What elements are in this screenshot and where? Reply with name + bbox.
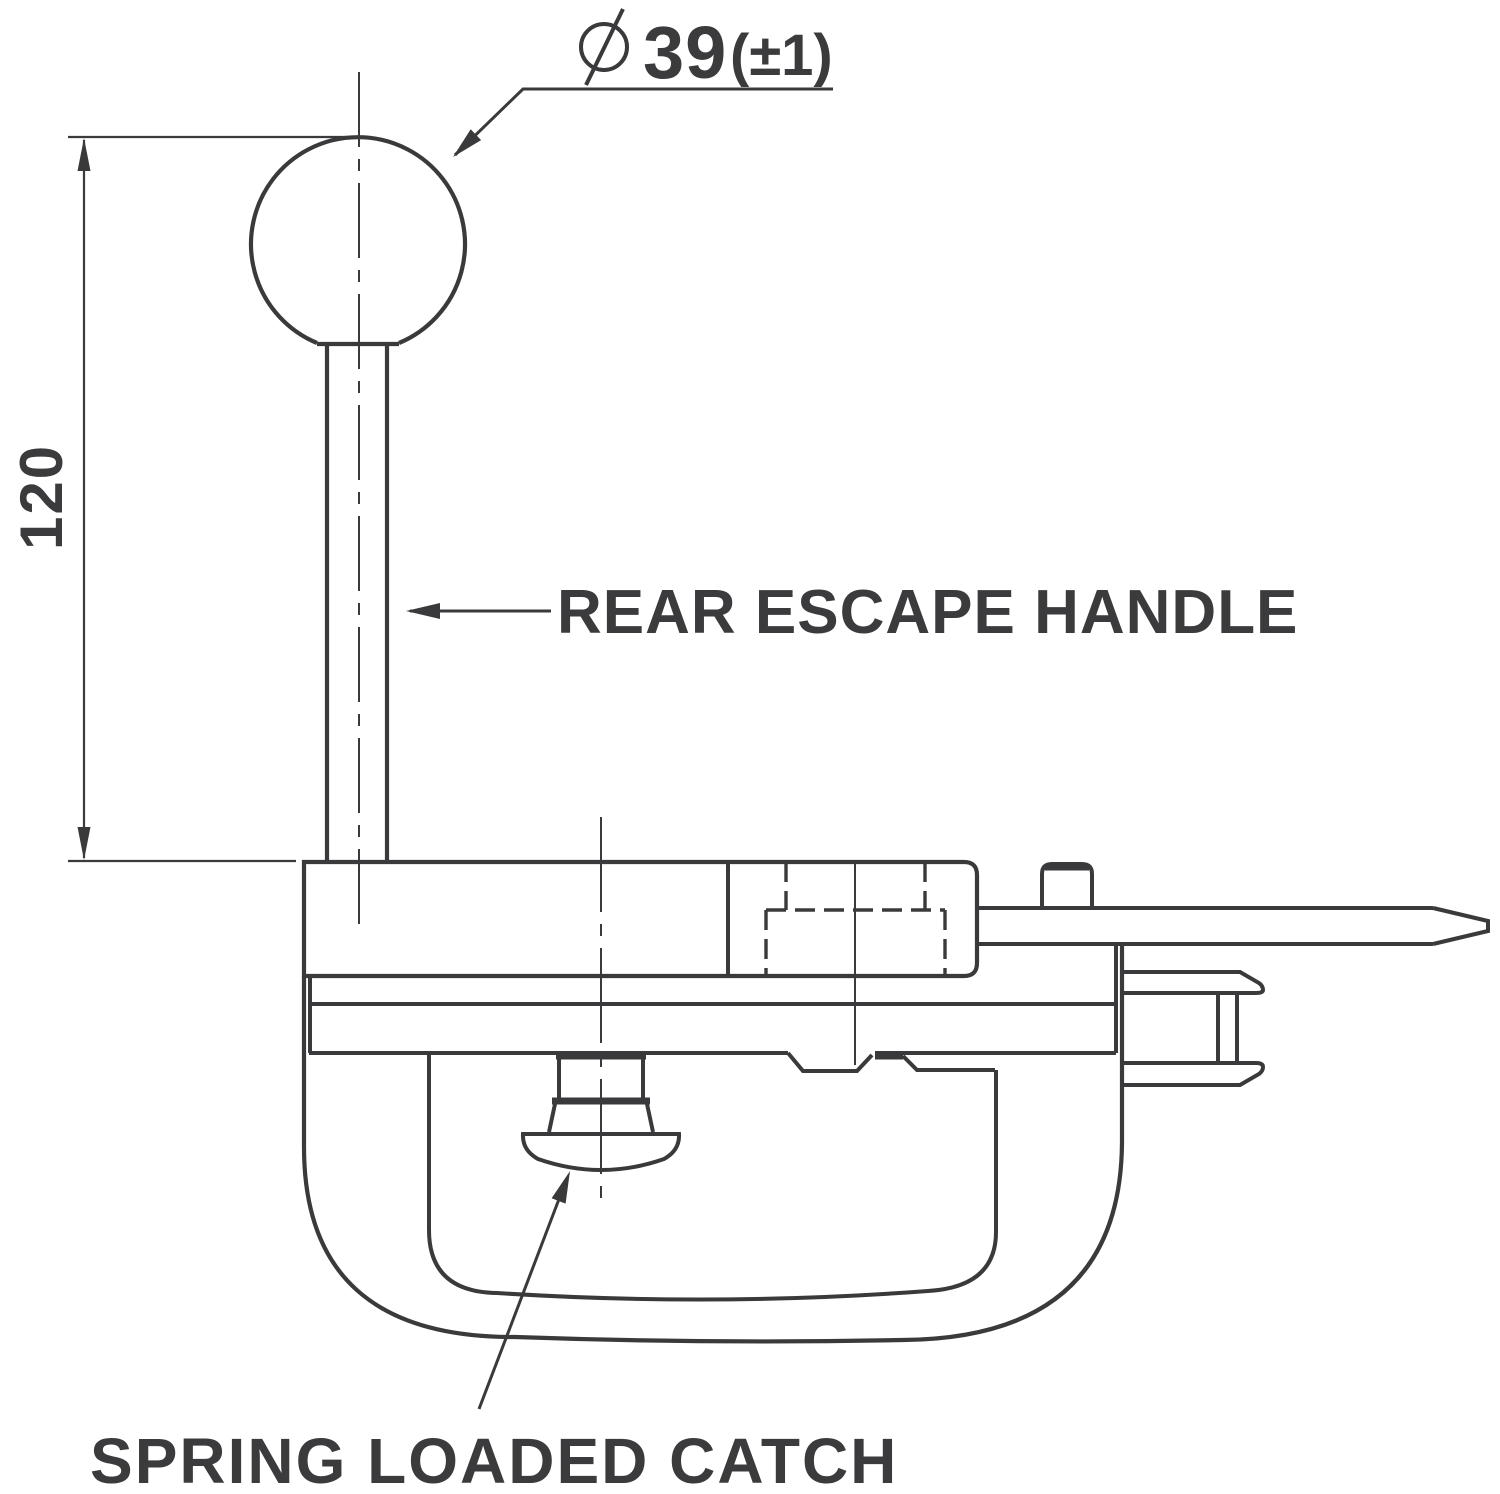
catch-label: SPRING LOADED CATCH: [90, 1425, 898, 1494]
housing-outer-profile: [301, 944, 1125, 1344]
base-plates: [308, 944, 1118, 1073]
diameter-symbol-circle: [579, 22, 629, 72]
diameter-callout: 39 (±1): [453, 8, 833, 157]
diameter-leader-line: [453, 87, 833, 157]
catch-leader-arrow-icon: [551, 1171, 570, 1204]
diameter-symbol-slash: [584, 8, 625, 86]
guide-lug-left: [786, 1051, 874, 1073]
diameter-symbol-icon: [579, 8, 629, 86]
clip-top-flange: [1122, 970, 1266, 995]
mounting-plate-outline: [301, 859, 980, 979]
housing-inner-profile: [427, 1053, 998, 1302]
guide-clip: [1122, 970, 1266, 1087]
rear-escape-handle: [248, 135, 468, 861]
handle-leader-arrow-icon: [406, 603, 440, 619]
lower-housing: [301, 944, 1125, 1344]
dimension-arrow-down-icon: [77, 827, 91, 860]
slide-rod-assembly: [977, 862, 1490, 946]
locking-pin: [1040, 862, 1094, 908]
diameter-tolerance: (±1): [730, 23, 833, 88]
diameter-value: 39: [643, 11, 727, 94]
catch-leader-line: [477, 1185, 566, 1410]
handle-callout: REAR ESCAPE HANDLE: [406, 578, 1298, 647]
handle-label: REAR ESCAPE HANDLE: [557, 578, 1298, 647]
catch-button-head: [520, 1132, 682, 1172]
catch-collar-left: [547, 1103, 557, 1133]
mounting-plate: [301, 859, 980, 979]
height-dimension: 120: [8, 135, 360, 863]
dimension-arrow-up-icon: [77, 138, 91, 171]
guide-lug-right: [901, 1054, 995, 1072]
catch-callout: SPRING LOADED CATCH: [90, 1171, 898, 1494]
diameter-leader-arrow-icon: [453, 129, 482, 157]
height-dimension-value: 120: [8, 444, 75, 550]
spring-loaded-catch: [520, 1052, 682, 1172]
rod-pointed-tip: [1432, 906, 1490, 946]
catch-collar-right: [645, 1103, 655, 1133]
clip-bottom-flange: [1122, 1061, 1266, 1087]
